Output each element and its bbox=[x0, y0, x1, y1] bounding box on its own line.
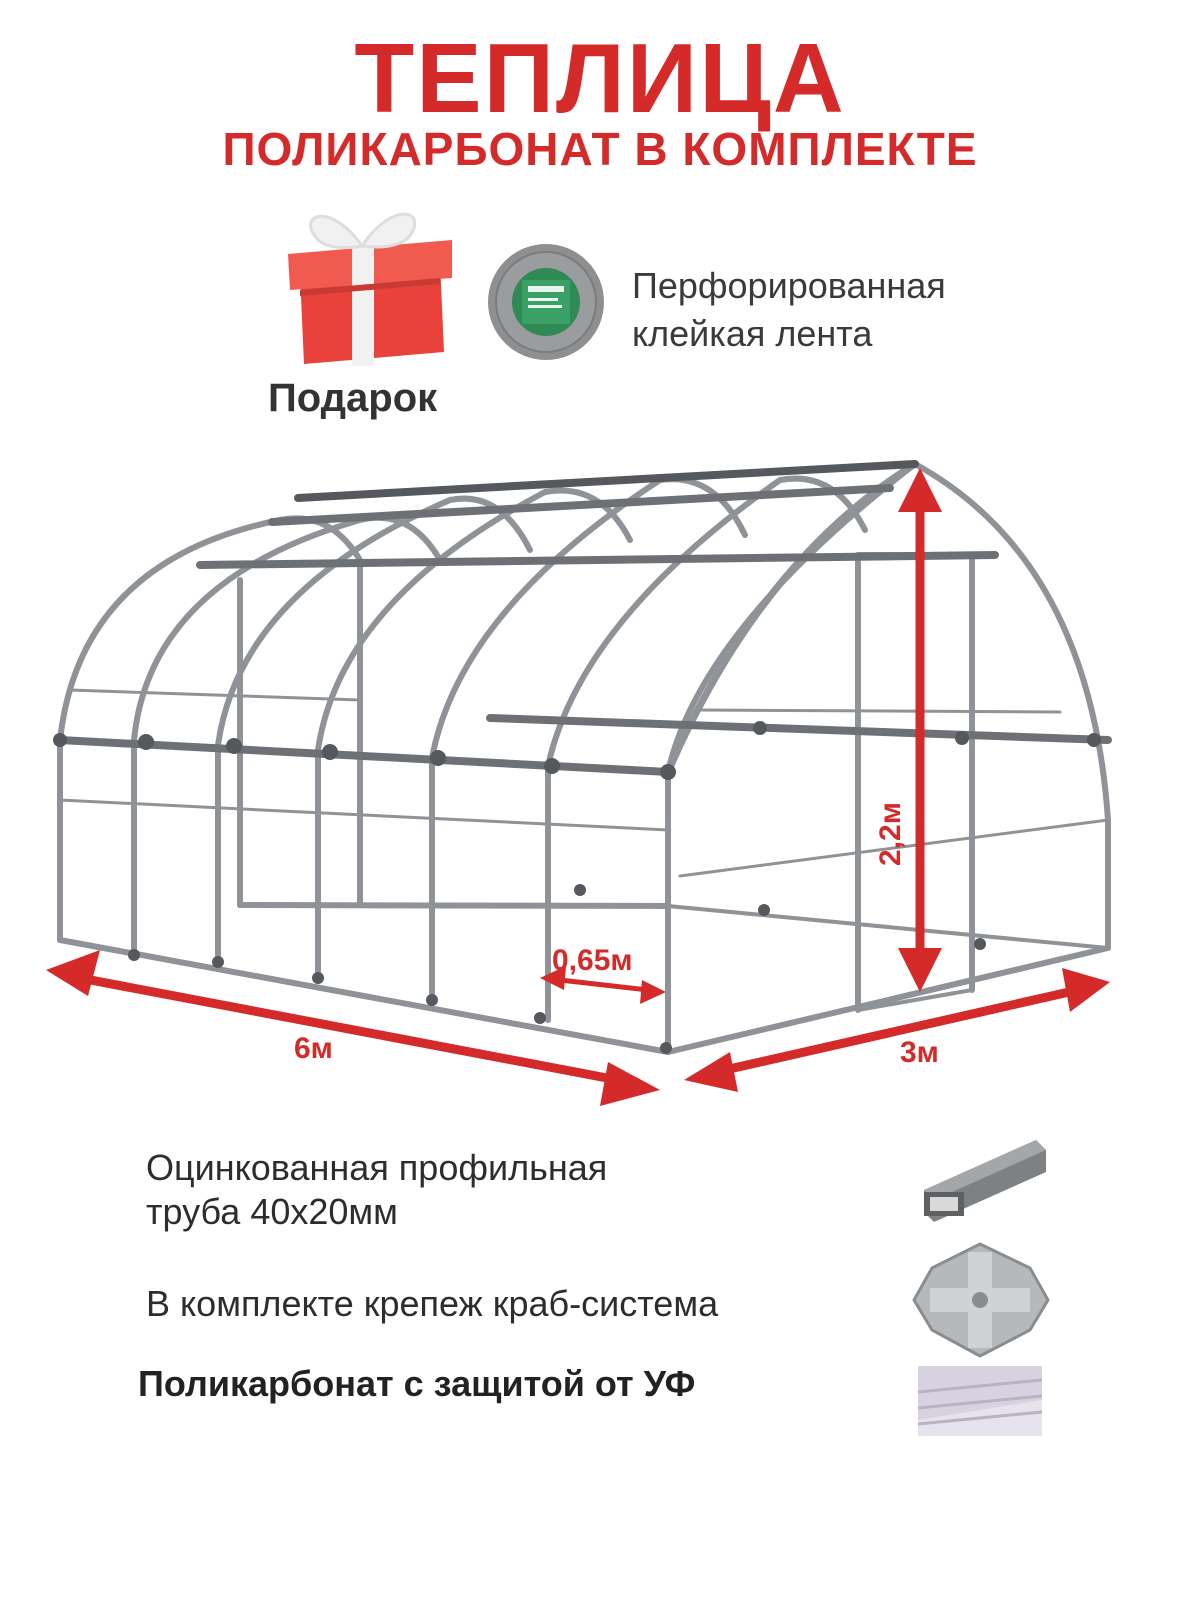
page-subtitle: ПОЛИКАРБОНАТ В КОМПЛЕКТЕ bbox=[222, 123, 978, 175]
width-arrow bbox=[684, 968, 1110, 1092]
length-label: 6м bbox=[294, 1032, 333, 1065]
length-arrow bbox=[46, 950, 660, 1106]
tape-roll-icon bbox=[488, 244, 604, 360]
width-label: 3м bbox=[900, 1036, 939, 1069]
page-title: ТЕПЛИЦА bbox=[354, 23, 846, 133]
polycarbonate-sheet-icon bbox=[917, 1366, 1043, 1436]
tape-label: Перфорированная клейкая лента bbox=[632, 262, 1012, 358]
greenhouse-frame bbox=[56, 460, 1112, 1055]
height-arrow bbox=[898, 468, 942, 992]
spacing-arrow bbox=[540, 966, 666, 1004]
height-label: 2,2м bbox=[874, 802, 907, 866]
feature-profile-pipe-line1: Оцинкованная профильная bbox=[146, 1147, 608, 1188]
feature-uv-polycarbonate: Поликарбонат с защитой от УФ bbox=[138, 1363, 696, 1404]
tape-label-line2: клейкая лента bbox=[632, 313, 873, 354]
feature-crab-system: В комплекте крепеж краб-система bbox=[146, 1283, 719, 1324]
feature-profile-pipe: Оцинкованная профильная труба 40х20мм bbox=[146, 1146, 766, 1234]
frame-connectors bbox=[53, 721, 1101, 1054]
dimension-arrows bbox=[46, 468, 1110, 1106]
gift-label: Подарок bbox=[268, 376, 438, 420]
feature-profile-pipe-line2: труба 40х20мм bbox=[146, 1191, 398, 1232]
crab-connector-icon bbox=[912, 1242, 1050, 1358]
spacing-label: 0,65м bbox=[552, 944, 633, 977]
gift-box-icon bbox=[288, 212, 452, 366]
tape-label-line1: Перфорированная bbox=[632, 265, 946, 306]
profile-pipe-icon bbox=[924, 1140, 1046, 1222]
